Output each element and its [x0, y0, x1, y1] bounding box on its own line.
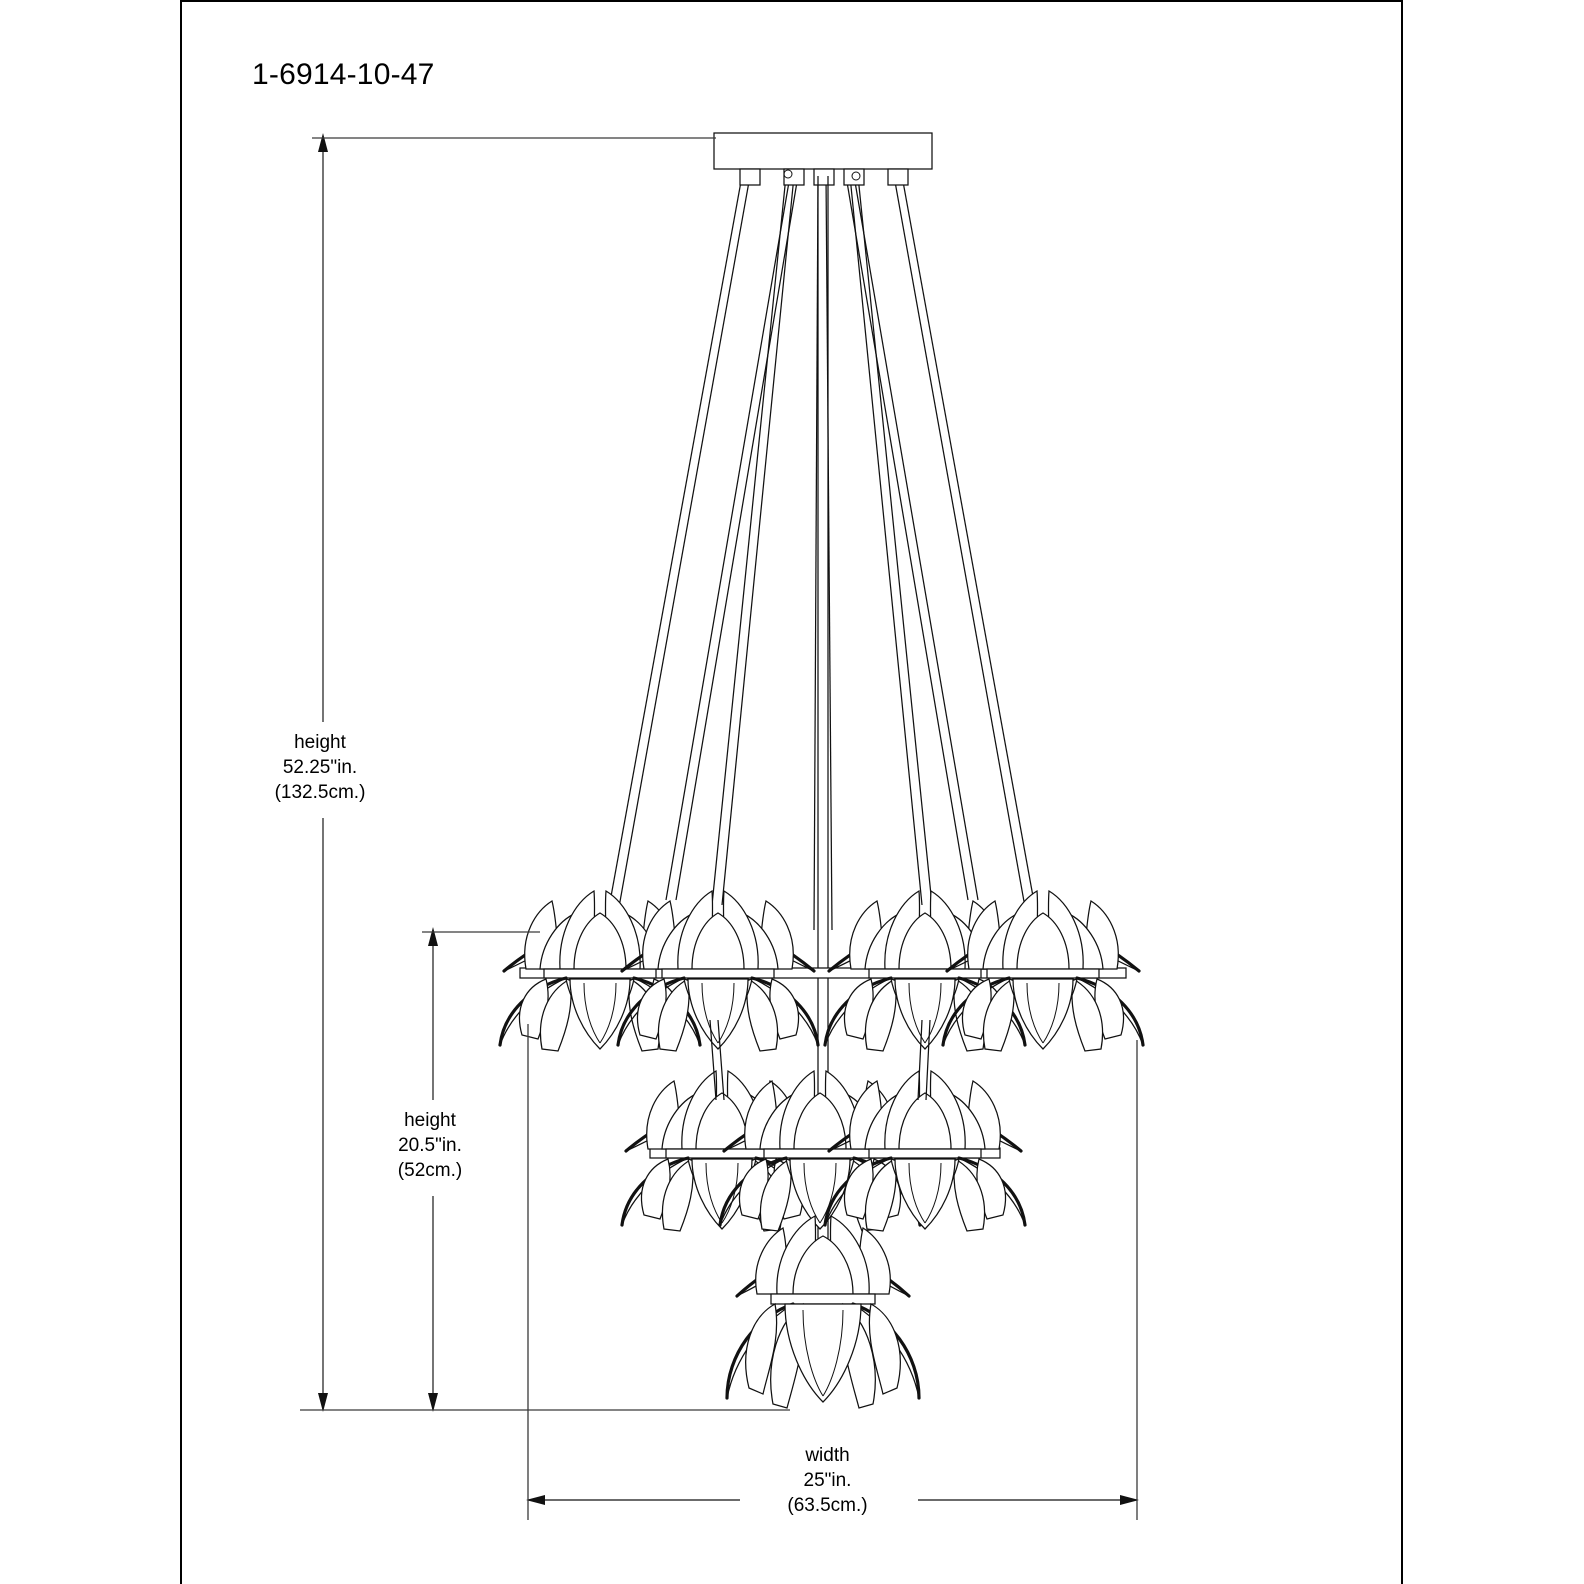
part-number-label: 1-6914-10-47 — [252, 58, 435, 91]
width-title: width — [805, 1445, 850, 1466]
fixture-height-dimension-label: height 20.5"in. (52cm.) — [360, 1108, 500, 1183]
overall-height-dimension — [312, 133, 716, 1412]
fixture-height-dimension — [422, 927, 540, 1412]
fixture-height-metric: (52cm.) — [397, 1160, 463, 1181]
overall-height-metric: (132.5cm.) — [274, 782, 366, 803]
middle-tier — [620, 1069, 1027, 1233]
upper-tier-bar — [519, 967, 1127, 979]
overall-height-title: height — [294, 732, 346, 753]
width-metric: (63.5cm.) — [787, 1495, 868, 1516]
width-imperial: 25"in. — [803, 1470, 852, 1491]
overall-height-dimension-label: height 52.25"in. (132.5cm.) — [250, 730, 390, 805]
middle-tier-drop-rods — [709, 1019, 931, 1101]
bottom-flower — [725, 1214, 921, 1410]
suspension-rods — [603, 175, 1041, 936]
overall-height-imperial: 52.25"in. — [282, 757, 358, 778]
fixture-height-title: height — [404, 1110, 456, 1131]
width-dimension — [526, 1024, 1139, 1520]
canopy — [713, 132, 933, 186]
drawing-border — [180, 0, 1403, 1584]
width-dimension-label: width 25"in. (63.5cm.) — [740, 1443, 915, 1518]
fixture-height-imperial: 20.5"in. — [398, 1135, 462, 1156]
